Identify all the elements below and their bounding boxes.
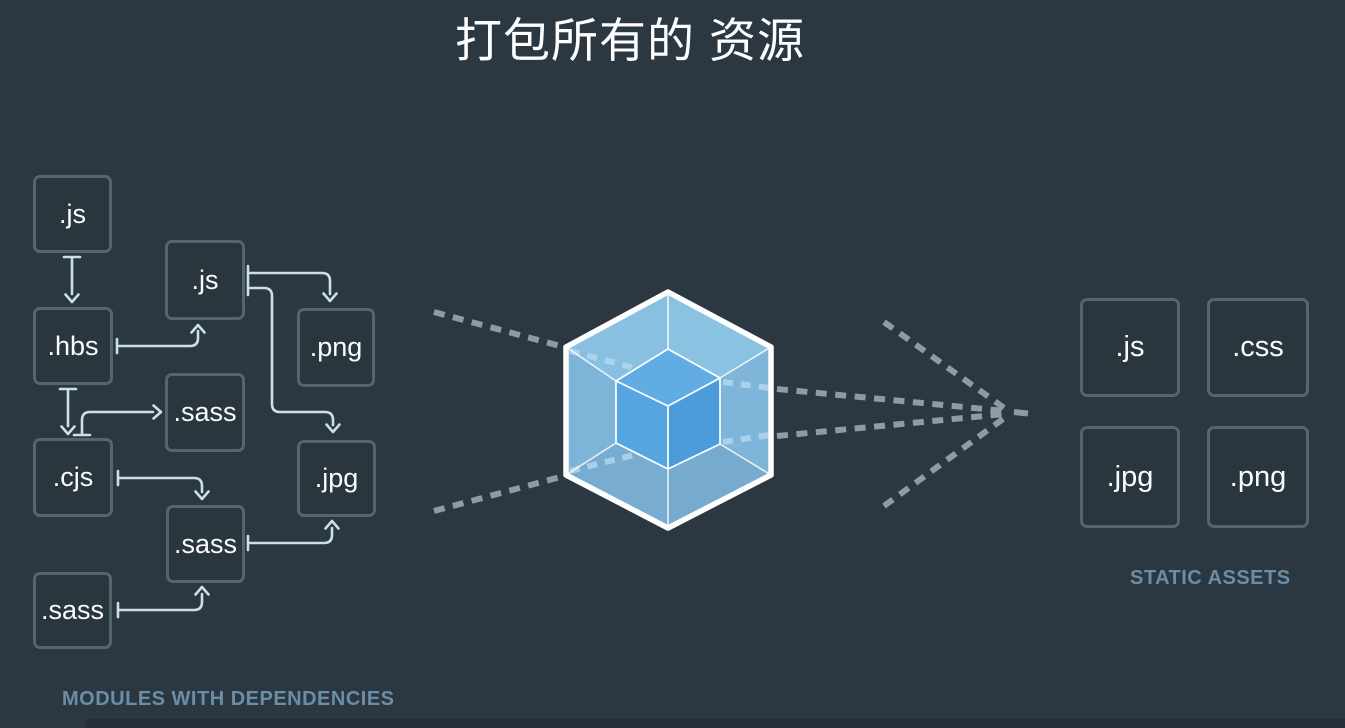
flow-dash-right-top xyxy=(776,386,1006,414)
dependency-arrow xyxy=(246,264,338,303)
module-node-hbs: .hbs xyxy=(33,307,113,385)
dependency-arrow xyxy=(58,387,78,436)
module-node-sass-3: .sass xyxy=(33,572,112,649)
flow-dash-left-bottom xyxy=(433,473,565,514)
module-node-sass-1: .sass xyxy=(165,373,245,452)
dependency-arrow xyxy=(116,469,210,501)
module-node-js-2: .js xyxy=(165,240,245,320)
dependency-arrow xyxy=(246,519,340,552)
flow-dash-right-tip xyxy=(1013,409,1029,417)
dependency-arrow xyxy=(115,323,206,355)
page-title: 打包所有的 资源 xyxy=(454,14,806,67)
assets-caption: STATIC ASSETS xyxy=(1130,567,1291,589)
flow-dash-inner-bottom-right xyxy=(722,432,771,445)
modules-caption: MODULES WITH DEPENDENCIES xyxy=(62,688,395,710)
asset-node-jpg: .jpg xyxy=(1080,426,1180,528)
dependency-arrow xyxy=(62,255,82,304)
flow-dash-inner-bottom-left xyxy=(569,449,647,474)
module-node-jpg: .jpg xyxy=(297,440,376,517)
dependency-arrow xyxy=(72,404,163,437)
module-node-sass-2: .sass xyxy=(166,505,245,583)
webpack-cube-icon xyxy=(563,289,774,531)
flow-dash-left-top xyxy=(433,309,565,350)
flow-dash-right-steep-top xyxy=(882,319,1009,413)
bundle-flow-dashed-lines xyxy=(433,309,1029,514)
asset-node-js: .js xyxy=(1080,298,1180,397)
bottom-divider-bar xyxy=(86,719,1345,728)
module-node-js-1: .js xyxy=(33,175,112,253)
flow-dash-right-steep-bottom xyxy=(882,413,1009,509)
module-node-png: .png xyxy=(297,308,375,387)
flow-dash-right-bottom xyxy=(776,411,1006,439)
asset-node-png: .png xyxy=(1207,426,1309,528)
asset-node-css: .css xyxy=(1207,298,1309,397)
module-node-cjs: .cjs xyxy=(33,438,113,517)
flow-dash-inner-top-right xyxy=(722,379,771,391)
flow-dash-inner-top-left xyxy=(569,348,655,376)
dependency-arrow xyxy=(116,585,210,619)
